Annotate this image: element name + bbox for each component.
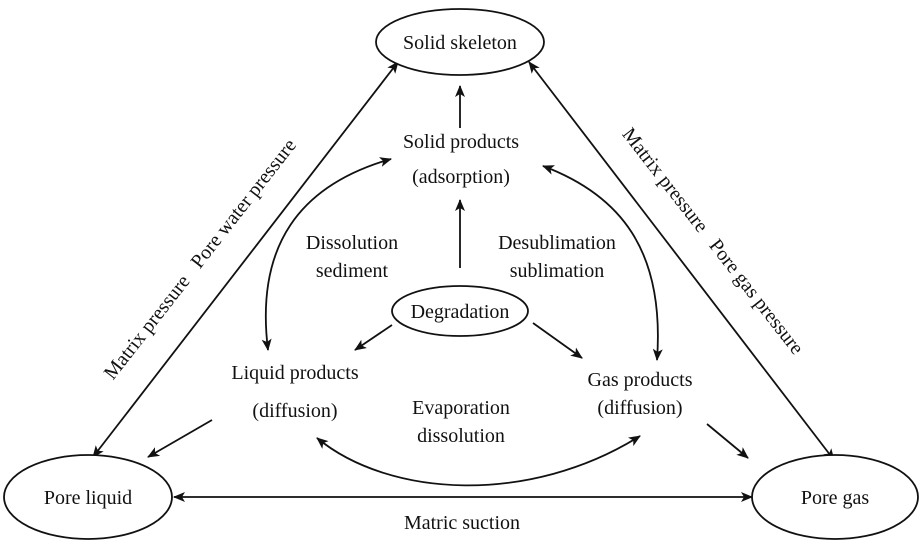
gas-products-sub: (diffusion) bbox=[597, 397, 682, 419]
label-desublimation-2: sublimation bbox=[510, 260, 604, 282]
label-left-side: Matrix pressure Pore water pressure bbox=[100, 135, 301, 384]
label-dissolution-1: Dissolution bbox=[306, 232, 398, 254]
gas-products-label: Gas products bbox=[588, 369, 693, 391]
arrow-degradation-liquid bbox=[354, 324, 393, 351]
edge-gas-skeleton bbox=[528, 61, 835, 461]
label-evaporation-2: dissolution bbox=[417, 425, 505, 447]
label-bottom: Matric suction bbox=[404, 512, 520, 534]
node-solid-skeleton: Solid skeleton bbox=[375, 8, 545, 76]
node-solid-skeleton-label: Solid skeleton bbox=[403, 32, 517, 54]
curve-solid-liquid bbox=[261, 157, 392, 351]
node-pore-gas-label: Pore gas bbox=[801, 487, 870, 509]
curve-liquid-gas bbox=[316, 435, 641, 487]
solid-products-label: Solid products bbox=[403, 131, 519, 153]
liquid-products-label: Liquid products bbox=[231, 362, 358, 384]
label-right-side: Matrix pressure Pore gas pressure bbox=[618, 124, 808, 359]
node-liquid-products: Liquid products (diffusion) bbox=[231, 362, 358, 422]
arrow-gas-poregas bbox=[706, 423, 749, 459]
edge-liquid-skeleton bbox=[92, 61, 399, 458]
node-pore-gas: Pore gas bbox=[751, 454, 919, 540]
node-solid-products: Solid products (adsorption) bbox=[403, 131, 519, 188]
solid-products-sub: (adsorption) bbox=[412, 166, 510, 188]
arrow-degradation-gas bbox=[532, 322, 583, 359]
node-pore-liquid-label: Pore liquid bbox=[44, 487, 132, 509]
curve-solid-gas bbox=[542, 165, 663, 361]
degradation-label: Degradation bbox=[411, 301, 510, 323]
node-gas-products: Gas products (diffusion) bbox=[588, 369, 693, 419]
node-pore-liquid: Pore liquid bbox=[3, 454, 173, 540]
label-dissolution-2: sediment bbox=[316, 260, 389, 282]
label-desublimation-1: Desublimation bbox=[498, 232, 616, 254]
arrow-liquid-poreliquid bbox=[147, 419, 213, 458]
liquid-products-sub: (diffusion) bbox=[252, 400, 337, 422]
node-degradation: Degradation bbox=[391, 285, 529, 337]
label-evaporation-1: Evaporation bbox=[412, 397, 510, 419]
